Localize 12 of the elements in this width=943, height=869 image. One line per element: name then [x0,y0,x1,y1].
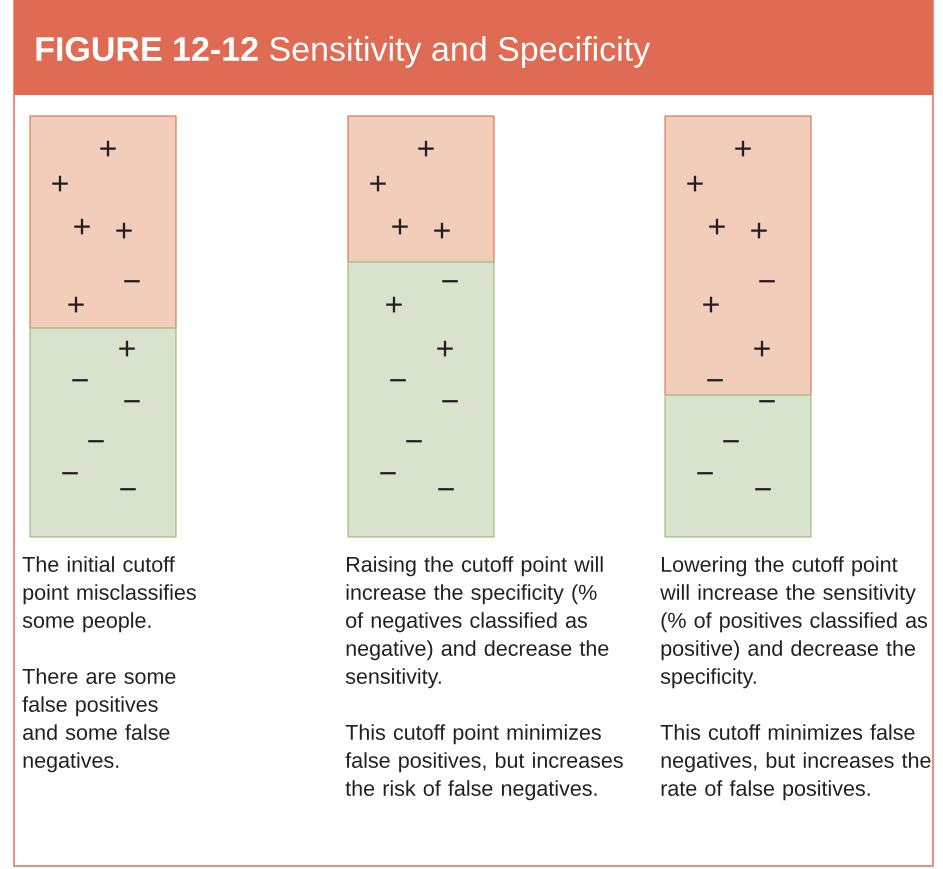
bar-segment: + + + + [348,115,494,262]
bar-segment: + + + + − + + − [664,115,812,396]
header-band: FIGURE 12-12 Sensitivity and Specificity [14,0,933,95]
bar-segment: − + + − − − − − [348,261,494,538]
bar-segment: + + + + − + [30,115,176,328]
caption-text: There are some false positives and some false negatives. [22,668,176,772]
bar-segment: + − − − − − [30,327,176,538]
caption-text: This cutoff minimizes false negatives, but increases the rate of false positives. [660,724,930,800]
caption-text: This cutoff point minimizes false positives, but increases the risk of false negatives. [346,724,623,800]
caption-text: Lowering the cutoff point will increase the sensitivity (% of positives classified as positive) and decrease the specificity. [660,556,928,688]
caption-text: Raising the cutoff point will increase the specificity (% of negatives classified as negative) and decrease the sensitivity. [346,556,608,688]
bar-segment: − − − − [664,394,812,538]
